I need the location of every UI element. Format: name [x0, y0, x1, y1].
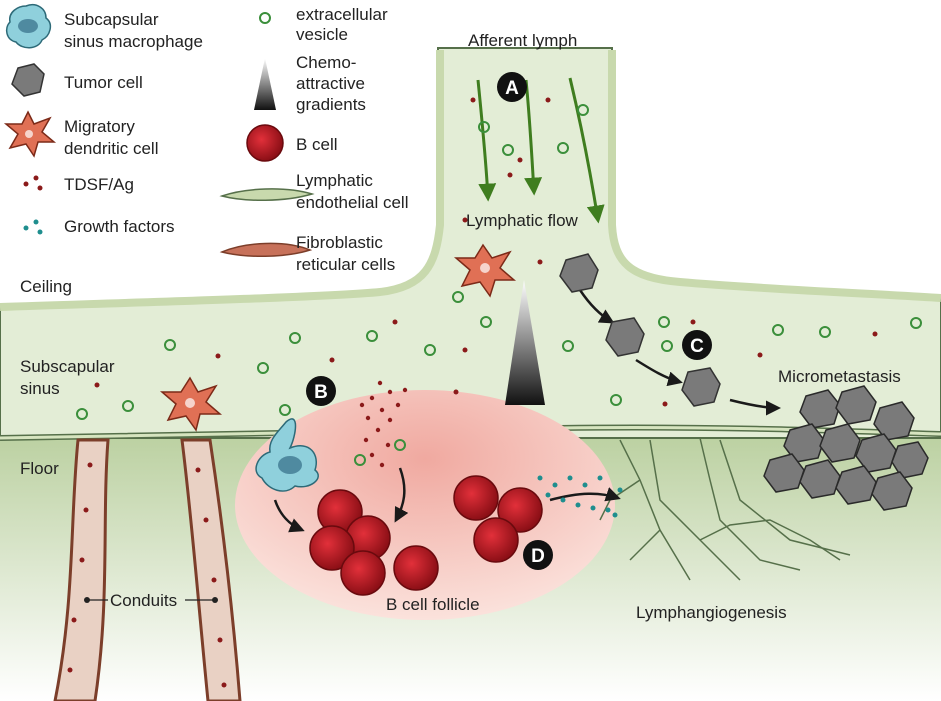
marker-D: D: [523, 540, 553, 570]
svg-text:Fibroblastic: Fibroblastic: [296, 233, 383, 252]
conduits: [53, 438, 242, 701]
svg-text:sinus macrophage: sinus macrophage: [64, 32, 203, 51]
conduits-label: Conduits: [110, 591, 177, 610]
svg-text:Lymphatic: Lymphatic: [296, 171, 373, 190]
svg-text:Tumor cell: Tumor cell: [64, 73, 143, 92]
dendritic-cell-sinus: [159, 376, 223, 432]
dendritic-cell-icon: [3, 110, 57, 158]
macrophage-icon: [5, 4, 52, 49]
frc-icon: [219, 242, 313, 257]
svg-text:attractive: attractive: [296, 74, 365, 93]
vesicle-icon: [259, 12, 271, 24]
migration-arrows: [273, 289, 781, 533]
svg-text:Chemo-: Chemo-: [296, 53, 356, 72]
micrometastasis-label: Micrometastasis: [778, 367, 901, 386]
svg-text:B cell: B cell: [296, 135, 338, 154]
marker-A: A: [497, 72, 527, 102]
ceiling-endothelium: [0, 50, 941, 311]
svg-text:Migratory: Migratory: [64, 117, 135, 136]
marker-C: C: [682, 330, 712, 360]
floor-label: Floor: [20, 459, 59, 478]
svg-text:reticular cells: reticular cells: [296, 255, 395, 274]
svg-text:gradients: gradients: [296, 95, 366, 114]
sinus-label-1: Subscapular: [20, 357, 115, 376]
extracellular-vesicles: [76, 104, 922, 466]
tumor-cell-icon: [11, 63, 45, 97]
gradient-icon: [254, 58, 276, 110]
tdsf-icon: [23, 175, 43, 191]
tumor-cells-migrating: [559, 253, 721, 407]
svg-text:C: C: [690, 336, 704, 357]
b-cell-icon: [246, 124, 284, 162]
svg-text:dendritic cell: dendritic cell: [64, 139, 159, 158]
svg-text:extracellular: extracellular: [296, 5, 388, 24]
micrometastasis-cluster: [763, 385, 929, 511]
svg-text:Subcapsular: Subcapsular: [64, 10, 159, 29]
legend: Subcapsular sinus macrophage Tumor cell …: [3, 4, 408, 274]
lymphangiogenesis-vessels: [599, 437, 851, 581]
marker-B: B: [306, 376, 336, 406]
follicle-label: B cell follicle: [386, 595, 480, 614]
svg-text:D: D: [531, 546, 545, 567]
chemoattractive-gradient: [505, 280, 545, 405]
sinus-macrophage: [255, 418, 319, 492]
b-cells: [309, 475, 543, 596]
lymphangiogenesis-label: Lymphangiogenesis: [636, 603, 787, 622]
svg-text:vesicle: vesicle: [296, 25, 348, 44]
tdsf-particles: [94, 97, 878, 468]
lymphatic-flow-label: Lymphatic flow: [466, 211, 579, 230]
svg-text:A: A: [505, 78, 519, 99]
svg-text:TDSF/Ag: TDSF/Ag: [64, 175, 134, 194]
lymphatic-flow-arrows: [476, 77, 605, 224]
ceiling-label: Ceiling: [20, 277, 72, 296]
dendritic-cell-vessel: [453, 243, 517, 298]
growth-factor-icon: [23, 219, 43, 235]
lec-icon: [219, 188, 315, 201]
svg-text:B: B: [314, 382, 328, 403]
sinus-label-2: sinus: [20, 379, 60, 398]
afferent-lymph-label: Afferent lymph: [468, 31, 577, 50]
growth-factor-particles: [537, 475, 623, 518]
svg-text:Growth factors: Growth factors: [64, 217, 175, 236]
svg-text:endothelial cell: endothelial cell: [296, 193, 408, 212]
